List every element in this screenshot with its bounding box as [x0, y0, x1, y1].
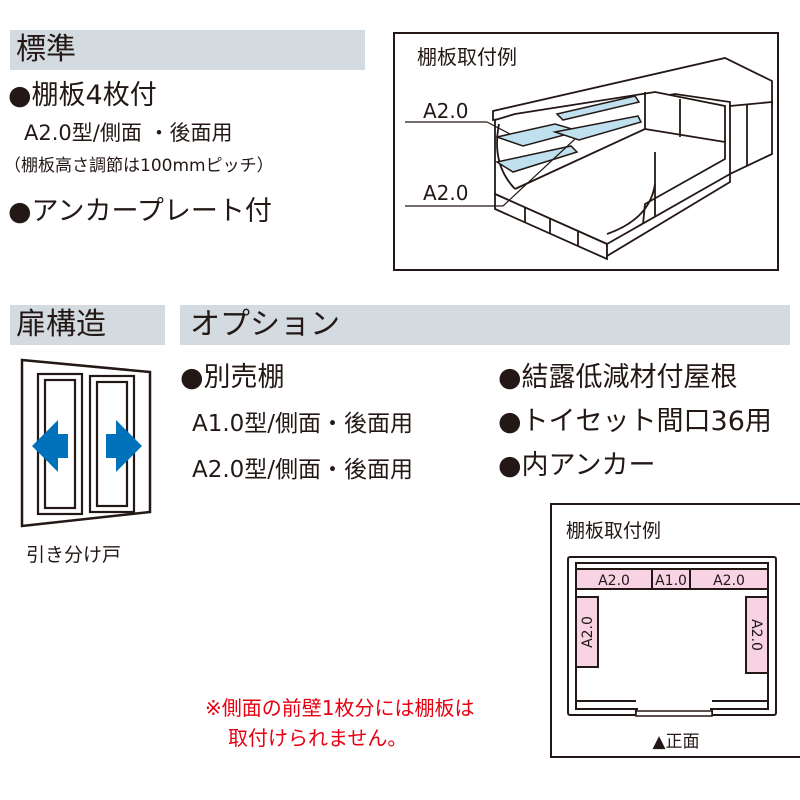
shelf-note-line2: 取付けられません。 — [228, 726, 408, 750]
shelf-label-lower: A2.0 — [423, 181, 469, 205]
slide-arrows-icon — [32, 420, 142, 472]
plan-label-back-center: A1.0 — [655, 573, 687, 589]
door-heading: 扉構造 — [16, 307, 106, 342]
standard-header: 標準 — [10, 30, 365, 70]
plan-label-back-left: A2.0 — [598, 573, 630, 589]
option-shelf-a2: A2.0型/側面・後面用 — [192, 457, 414, 483]
shed-plan-illustration: 棚板取付例 A2.0 A1.0 A2.0 A2.0 A2.0 ▲正面 — [566, 520, 777, 752]
shelf-height-note: （棚板高さ調節は100mmピッチ） — [4, 156, 274, 176]
option-shelf-a1: A1.0型/側面・後面用 — [192, 411, 414, 437]
shelf-note-line1: ※側面の前壁1枚分には棚板は — [205, 696, 475, 720]
plan-title: 棚板取付例 — [566, 520, 661, 542]
shelf-example-3d-box: 棚板取付例 — [393, 32, 779, 271]
plan-label-back-right: A2.0 — [713, 573, 745, 589]
front-label: ▲正面 — [652, 732, 699, 752]
anchor-plate-included: ●アンカープレート付 — [8, 196, 272, 227]
door-type-caption: 引き分け戸 — [26, 544, 122, 566]
shelf-example-plan-box: 棚板取付例 A2.0 A1.0 A2.0 A2.0 A2.0 ▲正面 — [550, 503, 800, 758]
option-shelf: ●別売棚 — [180, 362, 285, 393]
plan-label-right: A2.0 — [748, 619, 764, 651]
plan-label-left: A2.0 — [580, 616, 596, 648]
door-header: 扉構造 — [10, 305, 165, 345]
standard-heading: 標準 — [16, 32, 76, 67]
options-header: オプション — [180, 305, 790, 345]
shed-3d-illustration: 棚板取付例 — [405, 45, 773, 261]
shelf-included: ●棚板4枚付 — [8, 80, 157, 111]
option-inner-anchor: ●内アンカー — [498, 450, 656, 481]
example-title: 棚板取付例 — [417, 45, 517, 69]
options-heading: オプション — [190, 307, 340, 342]
shelf-label-upper: A2.0 — [423, 99, 469, 123]
shelf-type-note: A2.0型/側面 ・後面用 — [24, 121, 233, 145]
option-toilet-set: ●トイセット間口36用 — [498, 406, 772, 437]
option-roof: ●結露低減材付屋根 — [498, 362, 738, 393]
sliding-door-icon — [20, 358, 152, 528]
